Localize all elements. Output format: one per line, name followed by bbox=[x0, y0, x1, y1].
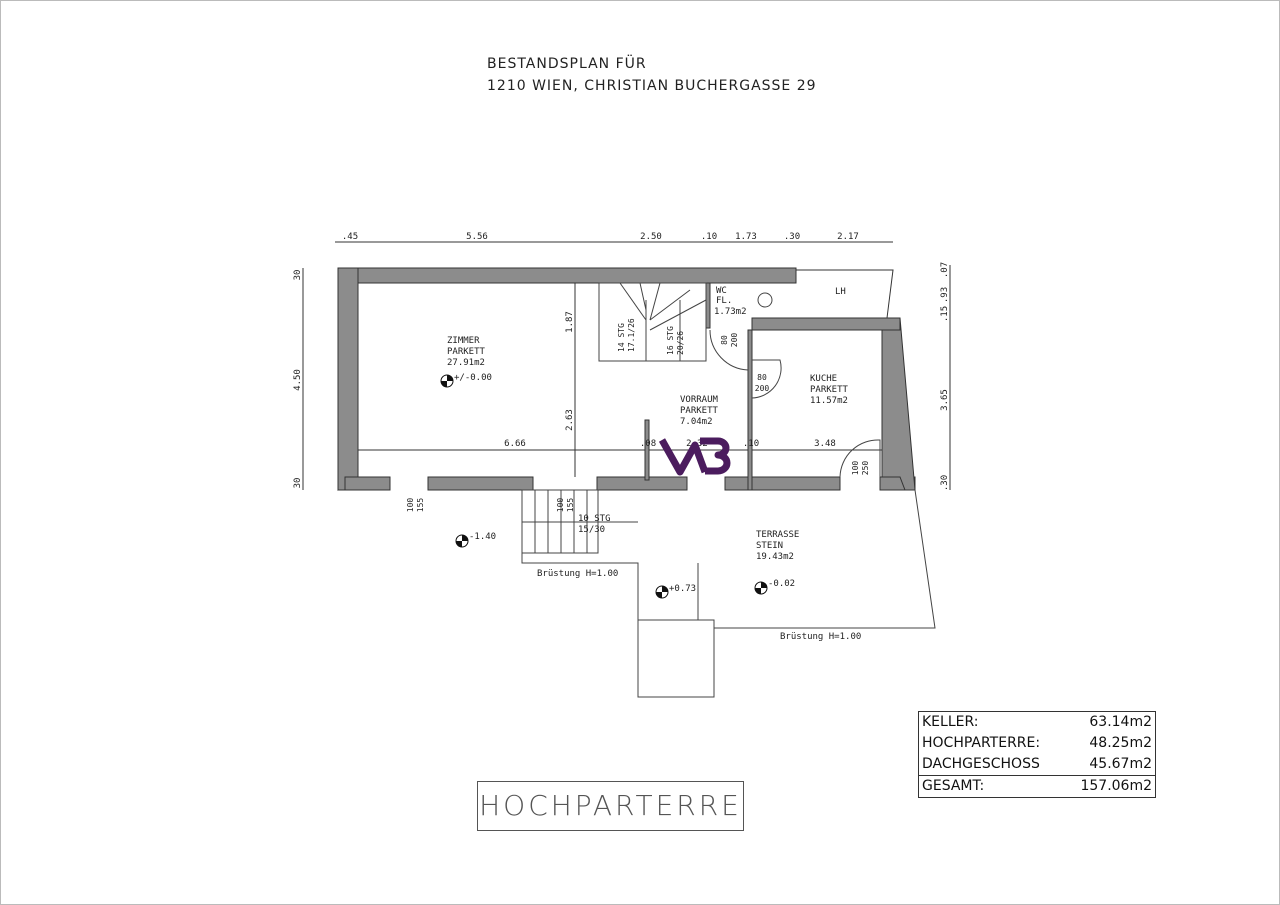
room-terrasse-name: TERRASSE bbox=[756, 530, 799, 540]
area-row-dachgeschoss: DACHGESCHOSS 45.67m2 bbox=[919, 754, 1155, 775]
area-row-hochparterre: HOCHPARTERRE: 48.25m2 bbox=[919, 733, 1155, 754]
room-zimmer-area: 27.91m2 bbox=[447, 358, 485, 368]
area-row-keller: KELLER: 63.14m2 bbox=[919, 712, 1155, 733]
room-vorraum-area: 7.04m2 bbox=[680, 417, 713, 427]
door-kueche-height: 200 bbox=[755, 384, 770, 393]
title-line-1: BESTANDSPLAN FÜR bbox=[487, 56, 647, 72]
window-2-height: 155 bbox=[566, 498, 575, 513]
stair-outer-ratio: 15/30 bbox=[578, 525, 605, 535]
level-markers bbox=[440, 374, 768, 599]
area-value: 63.14m2 bbox=[1089, 714, 1152, 730]
door-terrasse-width: 100 bbox=[851, 461, 860, 476]
dimension-lines bbox=[302, 241, 951, 490]
room-wc-area: 1.73m2 bbox=[714, 307, 747, 317]
dim-top-5: .30 bbox=[784, 232, 800, 242]
room-zimmer-floor: PARKETT bbox=[447, 347, 486, 357]
plan-title: BESTANDSPLAN FÜR 1210 WIEN, CHRISTIAN BU… bbox=[487, 53, 817, 97]
dim-top-1: 5.56 bbox=[466, 232, 488, 242]
level-landing: +0.73 bbox=[669, 584, 696, 594]
dim-right-3: 3.65 bbox=[940, 389, 950, 411]
area-value: 48.25m2 bbox=[1089, 735, 1152, 751]
dim-top-2: 2.50 bbox=[640, 232, 662, 242]
dim-left-1: 4.50 bbox=[293, 369, 303, 391]
title-line-2: 1210 WIEN, CHRISTIAN BUCHERGASSE 29 bbox=[487, 78, 817, 94]
room-kueche-name: KUCHE bbox=[810, 374, 837, 384]
room-zimmer-name: ZIMMER bbox=[447, 336, 480, 346]
window-1-height: 155 bbox=[416, 498, 425, 513]
doors bbox=[709, 292, 881, 478]
door-wc-width: 80 bbox=[720, 335, 729, 345]
dim-top-6: 2.17 bbox=[837, 232, 859, 242]
window-1-width: 100 bbox=[406, 498, 415, 513]
door-kueche-width: 80 bbox=[757, 373, 767, 382]
wb-logo-watermark bbox=[658, 437, 731, 476]
stair-1-steps: 14 STG bbox=[617, 323, 626, 352]
room-kueche-area: 11.57m2 bbox=[810, 396, 848, 406]
stair-outer-steps: 10 STG bbox=[578, 514, 611, 524]
area-row-total: GESAMT: 157.06m2 bbox=[919, 775, 1155, 797]
room-vorraum-floor: PARKETT bbox=[680, 406, 719, 416]
floor-label: HOCHPARTERRE bbox=[477, 781, 744, 831]
room-lh-name: LH bbox=[835, 287, 846, 297]
stair-1-ratio: 17.1/26 bbox=[627, 318, 636, 352]
inner-stair bbox=[598, 282, 707, 362]
dim-right-4: .30 bbox=[940, 475, 950, 491]
level-marker-icon bbox=[655, 585, 669, 599]
door-wc-height: 200 bbox=[730, 333, 739, 348]
dim-inner-0: 1.87 bbox=[565, 311, 575, 333]
area-label: DACHGESCHOSS bbox=[922, 756, 1040, 772]
dim-inner-1: 2.63 bbox=[565, 409, 575, 431]
dim-inner-3: .08 bbox=[640, 439, 656, 449]
outer-stair bbox=[521, 489, 936, 698]
area-label: HOCHPARTERRE: bbox=[922, 735, 1041, 751]
door-kueche bbox=[751, 359, 782, 399]
area-total-value: 157.06m2 bbox=[1080, 778, 1152, 794]
room-terrasse-area: 19.43m2 bbox=[756, 552, 794, 562]
stair-2-ratio: 20/26 bbox=[676, 331, 685, 355]
area-summary-table: KELLER: 63.14m2 HOCHPARTERRE: 48.25m2 DACH… bbox=[918, 711, 1156, 798]
stair-2-steps: 16 STG bbox=[666, 326, 675, 355]
railing-left: Brüstung H=1.00 bbox=[537, 569, 618, 579]
level-marker-icon bbox=[440, 374, 454, 388]
dim-inner-5: .10 bbox=[743, 439, 759, 449]
room-wc-name: WC bbox=[716, 286, 727, 296]
room-vorraum-name: VORRAUM bbox=[680, 395, 719, 405]
dim-top-0: .45 bbox=[342, 232, 358, 242]
dim-left-2: 30 bbox=[293, 478, 303, 489]
door-terrasse-height: 250 bbox=[861, 461, 870, 476]
dim-top-4: 1.73 bbox=[735, 232, 757, 242]
lh-shaft bbox=[796, 269, 894, 319]
railing-right: Brüstung H=1.00 bbox=[780, 632, 861, 642]
area-value: 45.67m2 bbox=[1089, 756, 1152, 772]
walls bbox=[337, 267, 916, 491]
dim-inner-2: 6.66 bbox=[504, 439, 526, 449]
room-terrasse-floor: STEIN bbox=[756, 541, 783, 551]
room-wc-floor: FL. bbox=[716, 296, 732, 306]
area-total-label: GESAMT: bbox=[922, 778, 985, 794]
area-label: KELLER: bbox=[922, 714, 979, 730]
level-marker-icon bbox=[455, 534, 469, 548]
level-zimmer: +/-0.00 bbox=[454, 373, 492, 383]
door-terrasse bbox=[839, 439, 881, 478]
dim-right-2: .15 bbox=[940, 306, 950, 322]
dim-left-0: 30 bbox=[293, 270, 303, 281]
level-outside: -1.40 bbox=[469, 532, 496, 542]
dim-right-1: .93 bbox=[940, 287, 950, 303]
level-terrasse: -0.02 bbox=[768, 579, 795, 589]
dim-inner-6: 3.48 bbox=[814, 439, 836, 449]
dim-right-0: .07 bbox=[940, 262, 950, 278]
door-wc bbox=[709, 329, 749, 371]
dim-top-3: .10 bbox=[701, 232, 717, 242]
level-marker-icon bbox=[754, 581, 768, 595]
room-kueche-floor: PARKETT bbox=[810, 385, 849, 395]
window-2-width: 100 bbox=[556, 498, 565, 513]
